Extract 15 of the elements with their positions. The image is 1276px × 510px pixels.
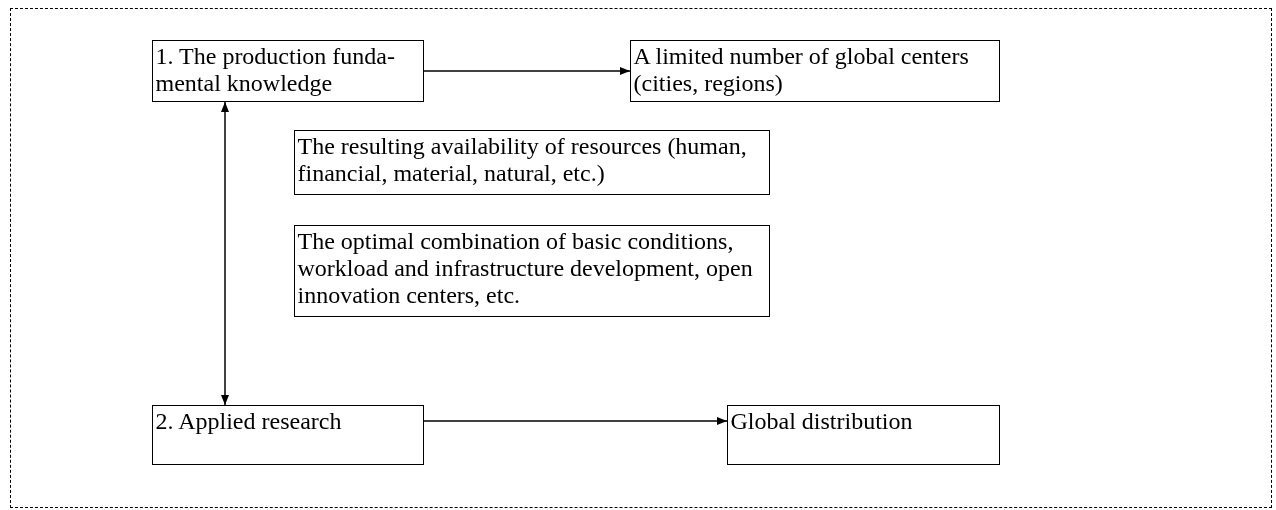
arrow: [423, 417, 728, 425]
box-text: The optimal combination of basic conditions, workload and infrastructure development, open innovation centers, etc.: [296, 226, 754, 310]
text-box: [151, 404, 424, 465]
text-box: [629, 39, 1000, 102]
text-box: [726, 404, 1000, 465]
box-text: 2. Applied research: [154, 406, 343, 436]
box-text: The resulting availability of resources (human, financial, material, natural, etc.): [296, 131, 748, 188]
box-text: 1. The production funda- mental knowledge: [154, 41, 396, 98]
text-box: [151, 39, 424, 102]
box-text: A limited number of global centers (cities, regions): [632, 41, 970, 98]
box-text: Global distribution: [729, 406, 914, 436]
arrow: [423, 67, 631, 75]
dashed-frame: [10, 8, 1272, 508]
arrow: [221, 101, 229, 406]
text-box: [293, 129, 770, 195]
